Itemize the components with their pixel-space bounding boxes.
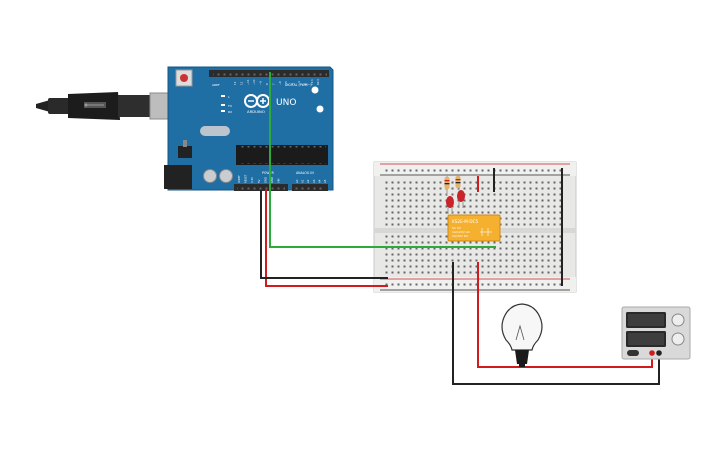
usb-cable[interactable] bbox=[36, 92, 171, 120]
voltage-regulator bbox=[178, 146, 192, 158]
voltage-knob[interactable] bbox=[671, 313, 685, 327]
rx-led bbox=[221, 110, 225, 112]
tx-led bbox=[221, 104, 225, 106]
analog-pin-label-4: A4 bbox=[317, 179, 321, 183]
resistor-2[interactable] bbox=[455, 174, 461, 190]
power-header-label: POWER bbox=[262, 171, 275, 175]
wires bbox=[260, 72, 660, 385]
digital-pin-label-3: ~10 bbox=[252, 79, 256, 85]
digital-pin-label-2: ~11 bbox=[246, 79, 250, 85]
analog-header-pins bbox=[295, 185, 325, 190]
wire-5v-red[interactable] bbox=[265, 190, 388, 287]
wire-load-black[interactable] bbox=[452, 262, 660, 385]
analog-pin-label-1: A1 bbox=[301, 179, 305, 183]
power-pin-label-1: RESET bbox=[244, 174, 248, 183]
led-2[interactable] bbox=[457, 190, 465, 208]
digital-pin-label-4: ~9 bbox=[259, 81, 263, 85]
digital-pin-label-7: ~6 bbox=[278, 81, 282, 85]
power-switch[interactable] bbox=[627, 350, 639, 356]
top-rail-holes bbox=[384, 166, 564, 174]
reset-button-cap bbox=[180, 74, 188, 82]
arduino-logo-text: ARDUINO bbox=[247, 109, 265, 114]
power-pin-label-4: GND bbox=[263, 177, 267, 183]
light-bulb[interactable] bbox=[501, 303, 543, 367]
analog-pin-label-0: A0 bbox=[295, 179, 299, 183]
dc-power-supply[interactable] bbox=[621, 306, 691, 360]
aref-label: AREF bbox=[212, 83, 220, 87]
chip-pins-top bbox=[238, 146, 326, 149]
relay-spec-line-1: 5C 5V bbox=[452, 226, 462, 230]
digital-pin-label-10: ~3 bbox=[297, 81, 301, 85]
digital-pin-label-0: 13 bbox=[233, 81, 237, 85]
digital-pin-label-1: 12 bbox=[239, 81, 243, 85]
l-led-label: L bbox=[228, 95, 230, 99]
lower-terminal-holes bbox=[384, 235, 564, 275]
supply-display-current-screen bbox=[628, 333, 664, 345]
current-knob[interactable] bbox=[671, 332, 685, 346]
crystal bbox=[200, 126, 230, 136]
relay-symbol-icon bbox=[480, 228, 492, 236]
relay-spec-line-3: 2A/30V DC bbox=[452, 234, 468, 238]
mounting-hole-1 bbox=[311, 86, 319, 94]
digital-pin-label-12: TX 1 bbox=[310, 79, 314, 85]
digital-pin-label-13: RX 0 bbox=[316, 79, 320, 85]
mounting-hole-2 bbox=[316, 105, 324, 113]
wire-gnd-black[interactable] bbox=[260, 190, 388, 279]
uno-label: UNO bbox=[276, 98, 296, 108]
wire-load-red[interactable] bbox=[477, 262, 653, 368]
wire-signal-green[interactable] bbox=[269, 72, 496, 248]
relay-module[interactable]: KS2E-M-DC5 5C 5V 1A/120V AC 2A/30V DC bbox=[447, 214, 501, 242]
l-led bbox=[221, 95, 225, 97]
atmega-chip bbox=[236, 145, 328, 165]
digital-pin-label-9: 4 bbox=[291, 83, 295, 85]
led-1[interactable] bbox=[446, 196, 454, 214]
power-pin-label-3: 5V bbox=[257, 179, 261, 183]
digital-pin-label-5: 8 bbox=[265, 83, 269, 85]
power-header-pins bbox=[237, 185, 285, 190]
usb-plug-icon bbox=[84, 103, 104, 107]
bottom-rail-holes bbox=[384, 281, 564, 289]
power-pin-label-5: GND bbox=[270, 177, 274, 183]
light-bulb-icon bbox=[501, 303, 543, 367]
digital-pin-label-6: 7 bbox=[271, 83, 275, 85]
relay-spec-line-2: 1A/120V AC bbox=[452, 230, 470, 234]
power-pin-label-2: 3.3V bbox=[250, 177, 254, 183]
digital-header-label: DIGITAL (PWM~) bbox=[285, 83, 311, 87]
dc-jack bbox=[164, 165, 192, 189]
tx-label: TX bbox=[227, 104, 232, 108]
supply-display-voltage-screen bbox=[628, 314, 664, 326]
digital-pin-label-8: ~5 bbox=[284, 81, 288, 85]
resistor-1[interactable] bbox=[444, 174, 450, 196]
capacitor-1 bbox=[203, 169, 217, 183]
power-pin-label-6: VIN bbox=[277, 178, 281, 183]
regulator-tab bbox=[183, 140, 187, 147]
analog-pin-label-5: A5 bbox=[323, 179, 327, 183]
digital-pin-label-11: 2 bbox=[303, 83, 307, 85]
breadboard-jumpers bbox=[477, 168, 563, 286]
capacitor-2 bbox=[219, 169, 233, 183]
analog-pin-label-3: A3 bbox=[312, 179, 316, 183]
analog-header-label: ANALOG IN bbox=[296, 171, 314, 175]
positive-terminal[interactable] bbox=[649, 350, 655, 356]
negative-terminal[interactable] bbox=[656, 350, 662, 356]
chip-pins-bottom bbox=[238, 161, 326, 164]
rx-label: RX bbox=[228, 110, 232, 114]
power-pin-label-0: IOREF bbox=[237, 175, 241, 183]
analog-pin-label-2: A2 bbox=[306, 179, 310, 183]
relay-model-label: KS2E-M-DC5 bbox=[452, 219, 478, 224]
